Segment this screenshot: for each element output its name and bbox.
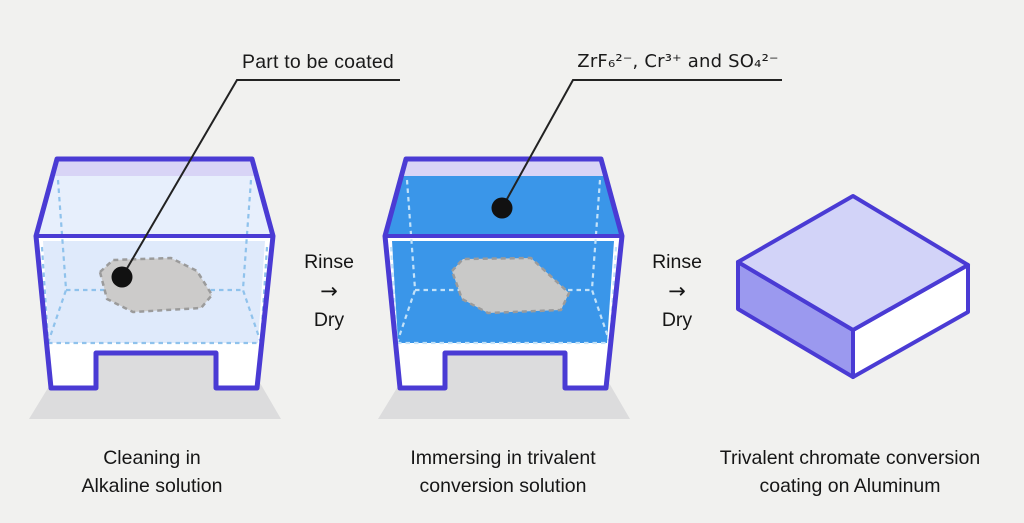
caption-line: Trivalent chromate conversion <box>719 447 981 469</box>
dry-label: Dry <box>661 309 693 331</box>
step-caption-coating: Trivalent chromate conversion coating on… <box>720 444 980 500</box>
chemicals-callout-dot <box>491 197 513 219</box>
transition-rinse-dry-1: Rinse → Dry <box>304 247 354 335</box>
caption-line: coating on Aluminum <box>759 475 941 497</box>
transition-rinse-dry-2: Rinse → Dry <box>652 247 702 335</box>
step-caption-cleaning: Cleaning in Alkaline solution <box>82 444 223 500</box>
step-caption-immersing: Immersing in trivalent conversion soluti… <box>410 444 595 500</box>
block-top-face <box>736 194 970 332</box>
callout-lines <box>121 79 782 278</box>
right-arrow-icon: → <box>668 279 686 303</box>
tank-top-strip <box>402 159 605 176</box>
chemicals-callout-line <box>501 79 782 209</box>
part-callout-label: Part to be coated <box>242 51 394 73</box>
tank-outline <box>382 156 625 391</box>
caption-line: Immersing in trivalent <box>410 447 596 469</box>
coated-block <box>736 194 970 379</box>
tank-top-strip <box>53 159 256 176</box>
part-callout-line <box>121 79 400 278</box>
part-callout-dot <box>111 266 133 288</box>
right-arrow-icon: → <box>320 279 338 303</box>
caption-line: Cleaning in <box>103 447 201 469</box>
caption-line: conversion solution <box>419 475 587 497</box>
rinse-label: Rinse <box>304 251 354 273</box>
alkaline-tank <box>29 156 281 419</box>
tank-outline <box>33 156 276 391</box>
dry-label: Dry <box>313 309 345 331</box>
part-shape <box>450 256 571 315</box>
chemicals-callout-label: ZrF₆²⁻, Cr³⁺ and SO₄²⁻ <box>577 51 779 72</box>
caption-line: Alkaline solution <box>81 475 223 497</box>
tank-top-face <box>36 159 273 236</box>
rinse-label: Rinse <box>652 251 702 273</box>
